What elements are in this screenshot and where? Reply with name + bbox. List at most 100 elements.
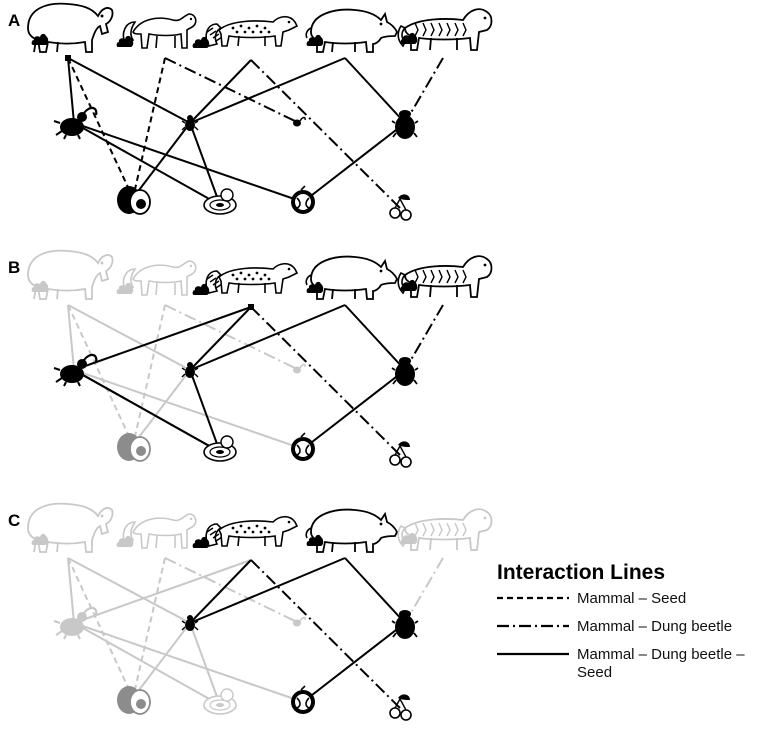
monkey-icon	[116, 513, 197, 549]
line-boar-beetleS	[189, 557, 346, 624]
boar-icon	[305, 8, 399, 53]
line-beetleL-seedRound	[73, 122, 304, 203]
panel-letter: A	[8, 11, 20, 30]
beetleT-icon	[293, 116, 306, 127]
line-beetleL-seedRound	[73, 369, 304, 450]
seedCherry-icon	[389, 441, 412, 468]
seedDisc-icon	[203, 688, 237, 715]
line-beetleS-seedDisc	[189, 369, 221, 453]
tiger-icon	[397, 8, 493, 51]
line-tapir-seedAvo	[67, 557, 134, 699]
dung-icon	[116, 282, 134, 294]
line-beetleS-seedAvo	[132, 369, 191, 446]
beetleS-icon	[181, 615, 199, 631]
civet-icon	[192, 262, 299, 295]
line-beetleS-seedAvo	[132, 122, 191, 199]
line-monkey-seedAvo	[132, 557, 166, 699]
legend: Interaction Lines Mammal – Seed Mammal –…	[497, 561, 762, 692]
line-tapir-seedAvo	[67, 304, 134, 446]
line-boar-beetleR	[344, 557, 406, 624]
line-civet-seedCherry	[250, 59, 401, 209]
beetleL-icon	[53, 106, 98, 140]
panel-letter: C	[8, 511, 20, 530]
panel-c: C	[8, 502, 493, 721]
tapir-icon	[27, 2, 114, 53]
legend-label-mammal-beetle: Mammal – Dung beetle	[577, 618, 733, 635]
dung-icon	[31, 533, 49, 545]
nodes	[27, 502, 493, 721]
seedRound-icon	[291, 432, 315, 461]
boar-icon	[305, 255, 399, 300]
boar-icon	[305, 508, 399, 553]
line-monkey-beetleT	[164, 57, 298, 123]
line-monkey-beetleT	[164, 557, 298, 623]
nodes	[27, 249, 493, 468]
nodes	[27, 2, 493, 221]
dung-icon	[306, 281, 324, 293]
legend-item-mammal-seed: Mammal – Seed	[497, 590, 762, 608]
line-boar-beetleR	[344, 304, 406, 371]
line-civet-beetleS	[189, 559, 252, 624]
line-monkey-seedAvo	[132, 304, 166, 446]
line-tapir-beetleS	[67, 304, 191, 371]
solid-line-swatch	[497, 652, 569, 656]
dung-icon	[192, 536, 210, 548]
line-boar-beetleS	[189, 57, 346, 124]
interaction-lines	[67, 557, 444, 709]
interaction-lines	[67, 304, 444, 456]
line-tapir-beetleL	[67, 557, 75, 624]
line-tapir-beetleS	[67, 57, 191, 124]
beetleR-icon	[391, 610, 419, 639]
legend-label-mammal-seed: Mammal – Seed	[577, 590, 687, 607]
dung-icon	[31, 280, 49, 292]
dung-icon	[116, 535, 134, 547]
dung-icon	[400, 532, 418, 544]
beetleS-icon	[181, 115, 199, 131]
seedAvo-icon	[117, 433, 151, 462]
tiger-icon	[397, 508, 493, 551]
dung-icon	[31, 33, 49, 45]
seedCherry-icon	[389, 194, 412, 221]
legend-item-mammal-beetle: Mammal – Dung beetle	[497, 618, 762, 636]
line-civet-beetleL	[73, 306, 252, 371]
beetleL-icon	[53, 606, 98, 640]
seedAvo-icon	[117, 686, 151, 715]
beetleT-icon	[293, 363, 306, 374]
line-beetleR-seedRound	[302, 369, 406, 450]
line-tapir-beetleS	[67, 557, 191, 624]
panel-a: A	[8, 2, 493, 221]
seedDisc-icon	[203, 188, 237, 215]
line-civet-seedCherry	[250, 559, 401, 709]
line-civet-beetleS	[189, 59, 252, 124]
seedCherry-icon	[389, 694, 412, 721]
interaction-lines	[65, 55, 444, 209]
line-monkey-seedAvo	[132, 57, 166, 199]
line-tapir-beetleL	[67, 304, 75, 371]
line-beetleL-seedRound	[73, 622, 304, 703]
line-beetleS-seedDisc	[189, 622, 221, 706]
line-beetleS-seedAvo	[132, 622, 191, 699]
beetleR-icon	[391, 110, 419, 139]
tapir-icon	[27, 249, 114, 300]
dung-icon	[306, 534, 324, 546]
line-beetleL-seedDisc	[73, 369, 221, 453]
line-beetleR-seedRound	[302, 122, 406, 203]
civet-icon	[192, 515, 299, 548]
beetleS-icon	[181, 362, 199, 378]
line-boar-beetleS	[189, 304, 346, 371]
dung-icon	[116, 35, 134, 47]
legend-label-mammal-beetle-seed: Mammal – Dung beetle – Seed	[577, 646, 745, 681]
dash-dot-line-swatch	[497, 624, 569, 628]
dung-icon	[192, 283, 210, 295]
line-beetleL-seedDisc	[73, 622, 221, 706]
line-beetleS-seedDisc	[189, 122, 221, 206]
tiger-icon	[397, 255, 493, 298]
line-endpoint-marker	[248, 304, 254, 310]
beetleR-icon	[391, 357, 419, 386]
legend-title: Interaction Lines	[497, 561, 666, 584]
panel-b: B	[8, 249, 493, 468]
seedAvo-icon	[117, 186, 151, 215]
line-tapir-beetleL	[67, 57, 75, 124]
line-civet-beetleS	[189, 306, 252, 371]
